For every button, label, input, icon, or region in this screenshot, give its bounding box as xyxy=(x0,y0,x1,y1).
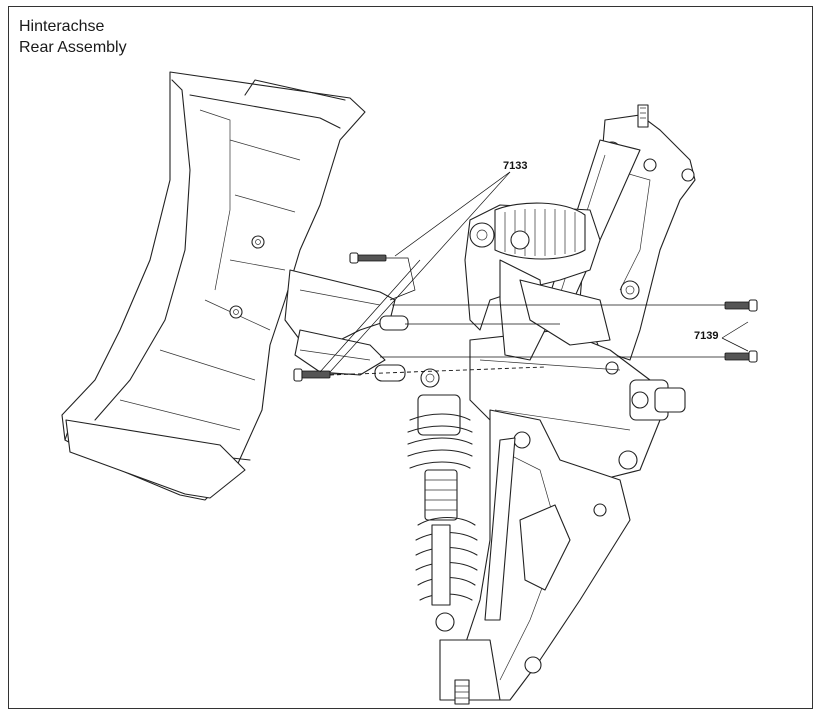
page-title: Hinterachse Rear Assembly xyxy=(19,16,127,58)
shock-tower xyxy=(464,202,611,361)
rear-wing xyxy=(61,71,366,501)
wing-mount xyxy=(284,269,409,382)
title-german: Hinterachse xyxy=(19,18,105,35)
title-english: Rear Assembly xyxy=(19,39,127,56)
part-number-7133: 7133 xyxy=(503,160,527,172)
screw-7133-lower xyxy=(293,368,331,382)
screw-7133-upper xyxy=(349,252,387,264)
screw-7139-upper xyxy=(724,299,758,312)
screw-7139-lower xyxy=(724,350,758,363)
lower-suspension-arm xyxy=(439,409,631,705)
coilover-shock xyxy=(407,368,478,632)
part-number-7139: 7139 xyxy=(694,330,718,342)
